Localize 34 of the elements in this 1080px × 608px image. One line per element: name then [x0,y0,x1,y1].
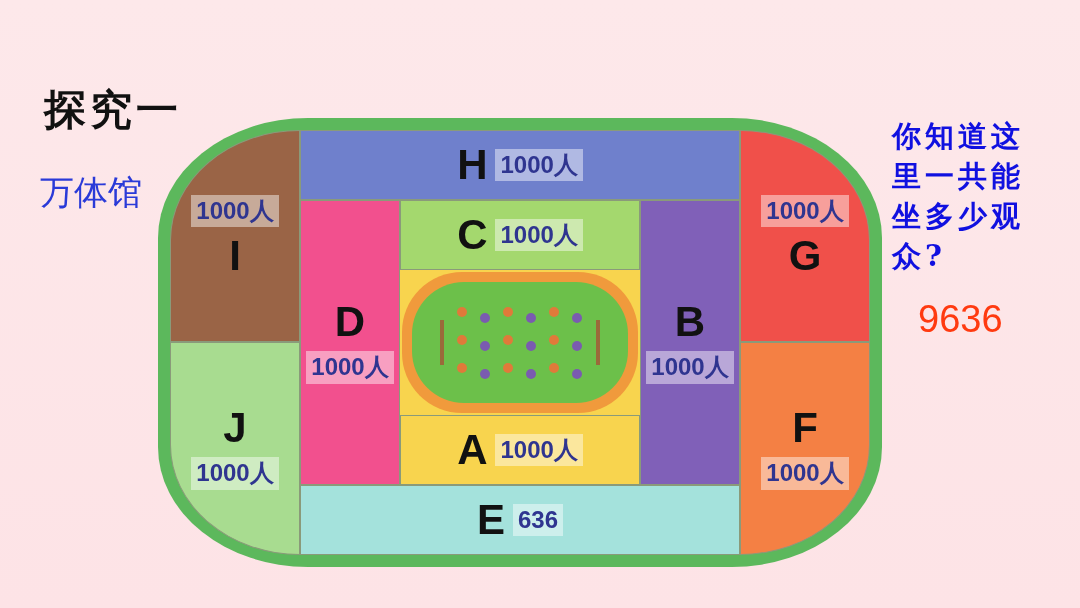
section-letter: H [457,144,488,186]
seating-section [300,130,740,200]
answer-number: 9636 [918,298,1003,341]
seating-section [400,200,640,270]
section-letter: C [457,214,488,256]
section-letter: J [223,407,247,450]
seating-section [170,130,300,342]
seat-count: 1000人 [191,457,279,490]
seating-section [740,130,870,342]
section-letter: A [457,429,488,471]
venue-name: 万体馆 [40,171,142,214]
seating-section [300,485,740,555]
seating-section [640,200,740,485]
seat-count: 1000人 [495,218,583,252]
section-letter: G [788,235,822,278]
seating-section [400,415,640,485]
seating-section [740,342,870,555]
section-letter: F [792,407,818,450]
seat-count: 1000人 [495,433,583,467]
seat-count: 1000人 [761,457,849,490]
section-letter: I [229,235,241,278]
seating-section [300,200,400,485]
seat-count: 636 [513,503,564,537]
seat-count: 1000人 [306,351,394,384]
section-letter: E [476,499,505,541]
seat-count: 1000人 [495,148,583,182]
seating-section [170,342,300,555]
section-letter: B [674,301,706,344]
question-text: 你知道这里一共能坐多少观众? [892,118,1025,275]
seat-count: 1000人 [761,194,849,228]
seat-count: 1000人 [191,194,279,228]
title: 探究一 [44,84,182,136]
seat-count: 1000人 [646,351,734,384]
section-letter: D [334,301,366,344]
